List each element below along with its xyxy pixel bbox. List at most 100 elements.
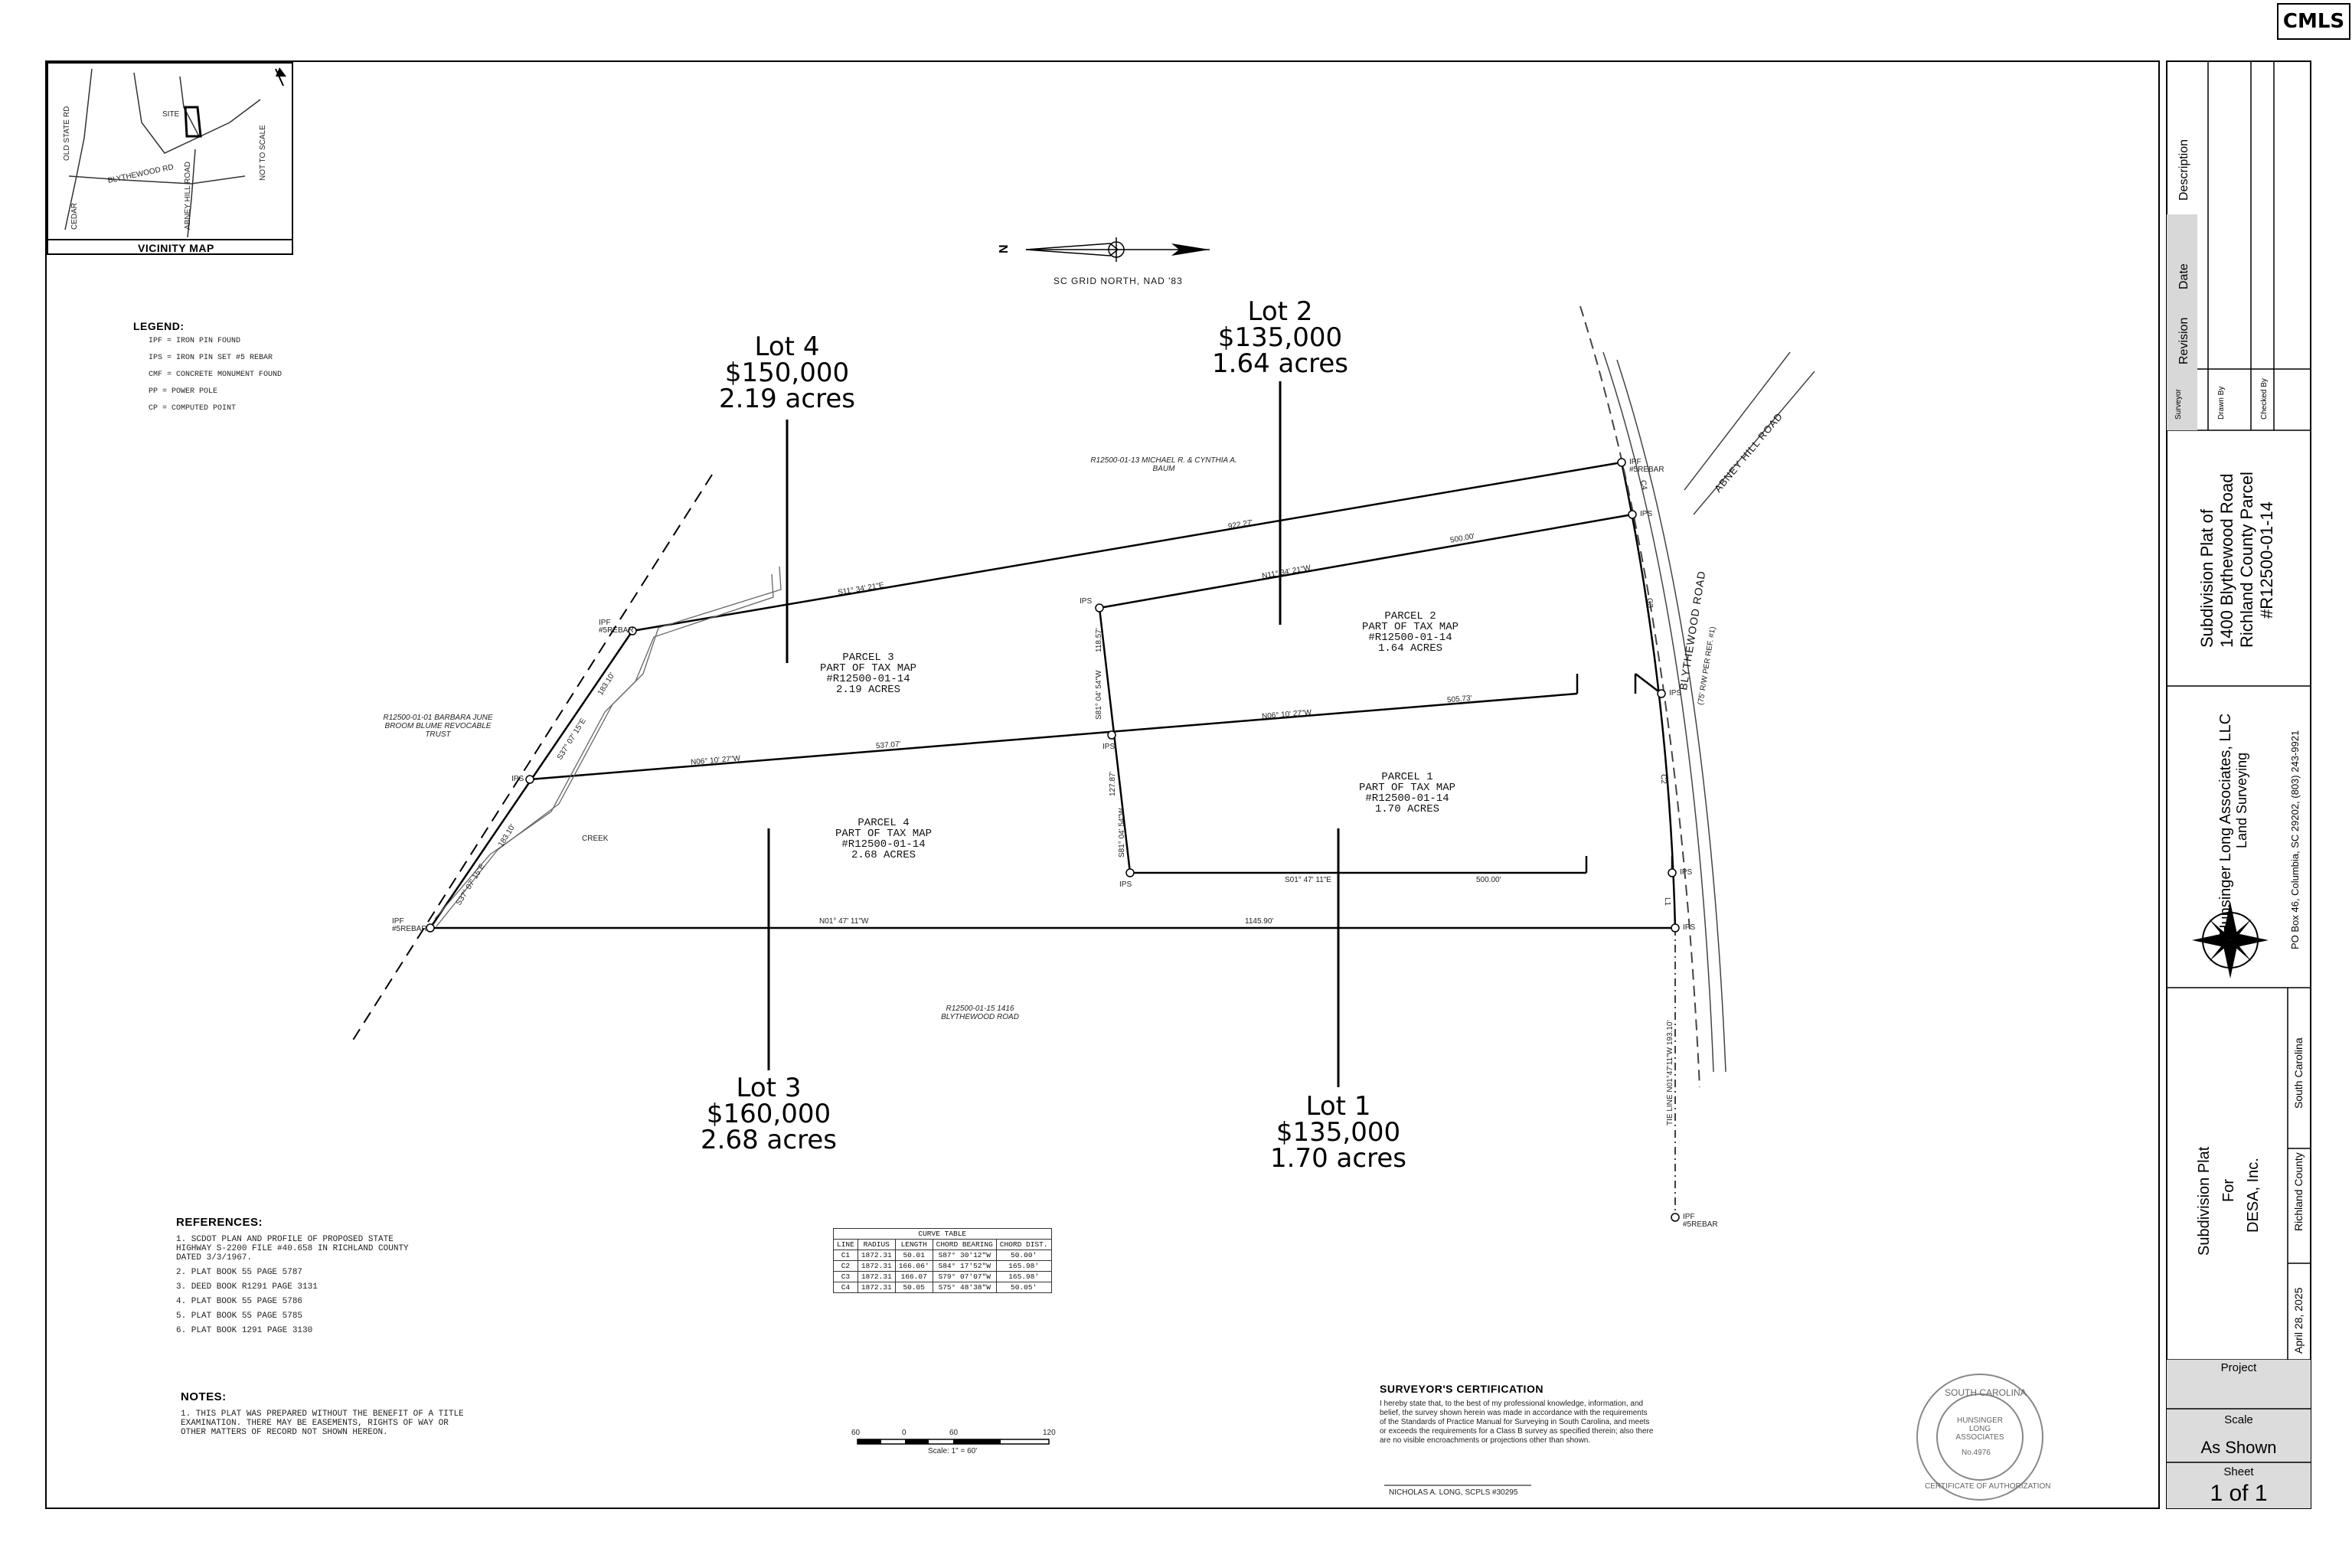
parcel-4-label: PARCEL 4 PART OF TAX MAP #R12500-01-14 2…: [815, 818, 952, 861]
pin-label-ipf: IPF: [1683, 1213, 1695, 1221]
parcel-2-label: PARCEL 2 PART OF TAX MAP #R12500-01-14 1…: [1341, 611, 1479, 654]
pin-label-ips: IPS: [1680, 868, 1693, 877]
vicinity-road-cedar: CEDAR: [70, 202, 79, 230]
vicinity-map-roads: [64, 68, 261, 238]
table-cell: 1872.31: [857, 1250, 896, 1261]
rev-header-date: Date: [2177, 263, 2190, 289]
table-row: C2 1872.31 166.06' S84° 17'52"W 165.98': [833, 1260, 1052, 1272]
firm-address: PO Box 46, Columbia, SC 29202, (803) 243…: [2289, 730, 2301, 949]
scale-value: As Shown: [2200, 1438, 2277, 1457]
property-lines: [429, 461, 1677, 929]
role-surveyor: Surveyor: [2174, 388, 2183, 420]
curve-label-c2: C2: [1658, 773, 1668, 785]
distance-cross-lower: 127.87': [1109, 771, 1117, 797]
lot-1-label: Lot 1 $135,000 1.70 acres: [1262, 1093, 1415, 1171]
table-cell: 165.98': [995, 1260, 1052, 1272]
compass-logo-icon: [2192, 902, 2269, 978]
creek: [434, 566, 782, 927]
vicinity-road-abney: ABNEY HILL ROAD: [184, 162, 192, 230]
notes-title: NOTES:: [181, 1390, 227, 1403]
legend-item: PP = POWER POLE: [149, 387, 218, 396]
curve-table: CURVE TABLE LINE RADIUS LENGTH CHORD BEA…: [833, 1228, 1052, 1293]
pin-label-ipf: IPF: [1629, 458, 1642, 466]
plat-title-line-3: Richland County Parcel: [2237, 472, 2256, 648]
parcel-2-tax: #R12500-01-14: [1368, 632, 1452, 644]
reference-item: 5. PLAT BOOK 55 PAGE 5785: [176, 1312, 303, 1321]
owner-west: R12500-01-01 BARBARA JUNE BROOM BLUME RE…: [383, 714, 493, 739]
pin-label-ips: IPS: [511, 775, 524, 783]
owner-south: R12500-01-15 1416 BLYTHEWOOD ROAD: [941, 1004, 1019, 1021]
curve-table-header: LENGTH: [894, 1239, 933, 1250]
parcel-1-subtitle: PART OF TAX MAP: [1358, 782, 1456, 794]
vicinity-site-marker: [184, 106, 202, 138]
parcel-4-acres: 2.68 ACRES: [851, 849, 916, 861]
revision-shade: [2167, 214, 2197, 430]
vicinity-not-to-scale: NOT TO SCALE: [259, 125, 267, 181]
north-arrow-label: SC GRID NORTH, NAD '83: [1054, 276, 1183, 286]
legend-title: LEGEND:: [133, 320, 185, 332]
table-cell: S75° 48'38"W: [932, 1282, 997, 1293]
seal-firm: HUNSINGER LONG ASSOCIATES: [1955, 1416, 2004, 1442]
role-checked-by: Checked By: [2260, 378, 2269, 420]
rev-header-description: Description: [2177, 139, 2190, 201]
plat-for-line-2: For: [2220, 1179, 2237, 1202]
legend-item: IPF = IRON PIN FOUND: [149, 337, 241, 345]
sheet-value: 1 of 1: [2210, 1481, 2268, 1506]
county-label: Richland County: [2292, 1152, 2305, 1231]
lot-4-price: $150,000: [724, 358, 850, 388]
parcel-3-tax: #R12500-01-14: [826, 673, 910, 685]
parcel-4-tax: #R12500-01-14: [841, 838, 926, 851]
survey-pins: [426, 458, 1680, 1222]
table-cell: S84° 17'52"W: [932, 1260, 997, 1272]
curve-table-header: RADIUS: [857, 1239, 896, 1250]
scale-title-label: Scale: [2224, 1413, 2253, 1426]
sheet-border: [45, 60, 2160, 1509]
table-cell: 166.07: [894, 1271, 933, 1282]
surveyor-signature: NICHOLAS A. LONG, SCPLS #30295: [1389, 1488, 1518, 1497]
scale-tick: 60: [851, 1429, 861, 1437]
owner-north: R12500-01-13 MICHAEL R. & CYNTHIA A. BAU…: [1090, 456, 1237, 473]
vicinity-north-arrow: [275, 67, 286, 87]
lot-2-acres: 1.64 acres: [1212, 348, 1348, 379]
parcel-3-subtitle: PART OF TAX MAP: [819, 662, 917, 675]
lot-3-acres: 2.68 acres: [701, 1125, 837, 1155]
scale-label: Scale: 1" = 60': [928, 1447, 978, 1455]
vicinity-map-title: VICINITY MAP: [138, 242, 214, 254]
north-arrow: [1025, 237, 1210, 262]
scale-tick: 120: [1043, 1429, 1056, 1437]
lot-1-price: $135,000: [1276, 1117, 1401, 1148]
legend: LEGEND: IPF = IRON PIN FOUND IPS = IRON …: [133, 320, 282, 421]
certification-text: I hereby state that, to the best of my p…: [1380, 1400, 1654, 1445]
parcel-4-title: PARCEL 4: [858, 817, 910, 829]
lot-2-name: Lot 2: [1247, 296, 1313, 327]
parcel-2-acres: 1.64 ACRES: [1377, 642, 1442, 655]
parcel-1-label: PARCEL 1 PART OF TAX MAP #R12500-01-14 1…: [1338, 772, 1476, 815]
parcel-3-title: PARCEL 3: [842, 652, 894, 664]
distance-cross-upper: 118.57': [1095, 628, 1103, 652]
abney-hill-road-lines: [1684, 351, 1815, 515]
references-title: REFERENCES:: [176, 1216, 263, 1229]
reference-item: 3. DEED BOOK R1291 PAGE 3131: [176, 1282, 318, 1292]
cmls-logo-text: CMLS: [2282, 10, 2345, 33]
reference-item: 2. PLAT BOOK 55 PAGE 5787: [176, 1268, 303, 1277]
legend-item: CP = COMPUTED POINT: [149, 404, 237, 413]
curve-label-l1: L1: [1663, 897, 1672, 906]
table-cell: 1872.31: [857, 1271, 896, 1282]
sheet-label: Sheet: [2223, 1465, 2254, 1478]
pin-label-ips: IPS: [1102, 743, 1116, 751]
pin-label-ips: IPS: [1080, 597, 1093, 606]
lot-1-acres: 1.70 acres: [1270, 1143, 1406, 1174]
project-label: Project: [2220, 1361, 2257, 1374]
lot-1-name: Lot 1: [1305, 1091, 1371, 1122]
notes-block: NOTES: 1. THIS PLAT WAS PREPARED WITHOUT…: [181, 1390, 472, 1442]
pin-label-ips: IPS: [1640, 510, 1653, 518]
curve-table-header: LINE: [833, 1239, 858, 1250]
west-dashed-line: [351, 474, 713, 1042]
table-row: C3 1872.31 166.07 S79° 07'07"W 165.98': [833, 1271, 1052, 1282]
parcel-2-title: PARCEL 2: [1384, 610, 1436, 622]
bearing-lot1-south: S01° 47' 11"E: [1285, 876, 1331, 884]
lot-3-price: $160,000: [706, 1099, 831, 1129]
pin-label-ipf: IPF: [599, 619, 611, 627]
table-cell: 50.05: [894, 1282, 933, 1293]
